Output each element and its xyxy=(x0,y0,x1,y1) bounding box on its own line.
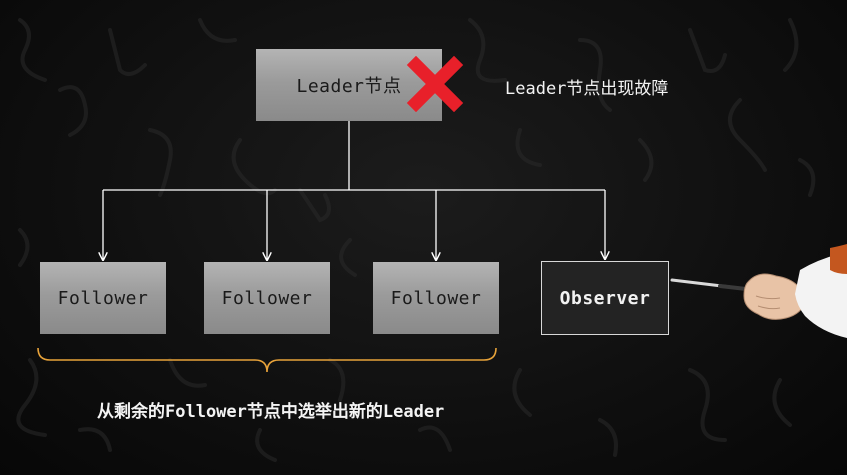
leader-node-label: Leader节点 xyxy=(296,76,402,97)
x-cross-icon xyxy=(406,56,464,112)
leader-failure-annotation: Leader节点出现故障 xyxy=(505,79,669,99)
election-annotation: 从剩余的Follower节点中选举出新的Leader xyxy=(97,402,445,422)
follower-node-3: Follower xyxy=(373,262,499,334)
hand-pointer-icon xyxy=(670,244,847,338)
followers-brace xyxy=(37,347,497,373)
follower-node-label: Follower xyxy=(221,287,313,309)
observer-node: Observer xyxy=(541,261,669,335)
follower-node-label: Follower xyxy=(390,287,482,309)
follower-node-1: Follower xyxy=(40,262,166,334)
follower-node-label: Follower xyxy=(57,287,149,309)
follower-node-2: Follower xyxy=(204,262,330,334)
observer-node-label: Observer xyxy=(559,287,651,309)
